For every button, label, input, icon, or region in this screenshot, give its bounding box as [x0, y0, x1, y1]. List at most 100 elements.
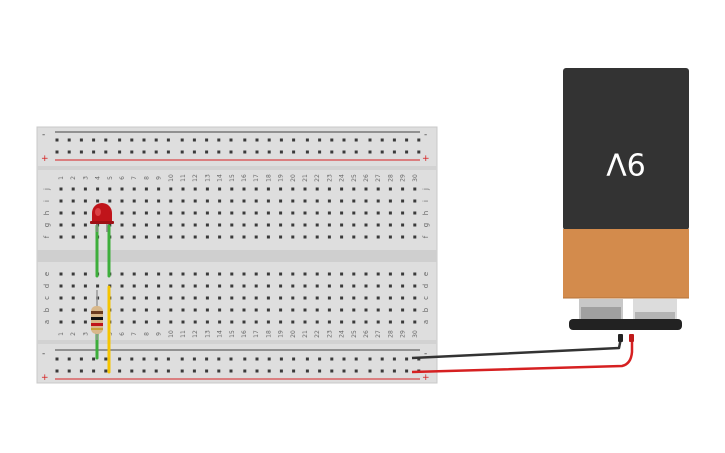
- terminal-bottom-hole[interactable]: [132, 284, 136, 288]
- bottom-rail-plus-hole[interactable]: [217, 369, 221, 373]
- terminal-top-hole[interactable]: [83, 235, 87, 239]
- terminal-top-hole[interactable]: [144, 211, 148, 215]
- terminal-bottom-hole[interactable]: [327, 308, 331, 312]
- top-rail-minus-hole[interactable]: [292, 138, 296, 142]
- terminal-top-hole[interactable]: [205, 235, 209, 239]
- terminal-bottom-hole[interactable]: [157, 296, 161, 300]
- bottom-rail-minus-hole[interactable]: [55, 357, 59, 361]
- terminal-bottom-hole[interactable]: [266, 296, 270, 300]
- terminal-top-hole[interactable]: [266, 235, 270, 239]
- bottom-rail-plus-hole[interactable]: [330, 369, 334, 373]
- terminal-top-hole[interactable]: [242, 187, 246, 191]
- terminal-top-hole[interactable]: [327, 187, 331, 191]
- terminal-top-hole[interactable]: [205, 211, 209, 215]
- terminal-bottom-hole[interactable]: [376, 284, 380, 288]
- terminal-bottom-hole[interactable]: [169, 272, 173, 276]
- terminal-bottom-hole[interactable]: [315, 284, 319, 288]
- top-rail-plus-hole[interactable]: [192, 150, 196, 154]
- terminal-bottom-hole[interactable]: [230, 272, 234, 276]
- terminal-top-hole[interactable]: [59, 223, 63, 227]
- top-rail-minus-hole[interactable]: [118, 138, 122, 142]
- top-rail-minus-hole[interactable]: [104, 138, 108, 142]
- terminal-bottom-hole[interactable]: [144, 320, 148, 324]
- bottom-rail-plus-hole[interactable]: [205, 369, 209, 373]
- top-rail-plus-hole[interactable]: [166, 150, 170, 154]
- terminal-bottom-hole[interactable]: [181, 308, 185, 312]
- terminal-bottom-hole[interactable]: [96, 284, 100, 288]
- terminal-top-hole[interactable]: [376, 211, 380, 215]
- terminal-bottom-hole[interactable]: [401, 296, 405, 300]
- terminal-top-hole[interactable]: [59, 211, 63, 215]
- terminal-bottom-hole[interactable]: [230, 308, 234, 312]
- bottom-rail-plus-hole[interactable]: [243, 369, 247, 373]
- bottom-rail-plus-hole[interactable]: [380, 369, 384, 373]
- bottom-rail-plus-hole[interactable]: [342, 369, 346, 373]
- terminal-top-hole[interactable]: [169, 235, 173, 239]
- top-rail-minus-hole[interactable]: [354, 138, 358, 142]
- terminal-bottom-hole[interactable]: [364, 296, 368, 300]
- bottom-rail-plus-hole[interactable]: [130, 369, 134, 373]
- terminal-top-hole[interactable]: [291, 199, 295, 203]
- terminal-top-hole[interactable]: [352, 235, 356, 239]
- terminal-top-hole[interactable]: [291, 211, 295, 215]
- terminal-top-hole[interactable]: [205, 199, 209, 203]
- terminal-top-hole[interactable]: [254, 235, 258, 239]
- top-rail-plus-hole[interactable]: [55, 150, 59, 154]
- terminal-bottom-hole[interactable]: [327, 296, 331, 300]
- terminal-top-hole[interactable]: [157, 235, 161, 239]
- bottom-rail-minus-hole[interactable]: [342, 357, 346, 361]
- top-rail-plus-hole[interactable]: [118, 150, 122, 154]
- terminal-bottom-hole[interactable]: [327, 320, 331, 324]
- terminal-bottom-hole[interactable]: [83, 296, 87, 300]
- terminal-top-hole[interactable]: [157, 199, 161, 203]
- top-rail-minus-hole[interactable]: [229, 138, 233, 142]
- top-rail-plus-hole[interactable]: [405, 150, 409, 154]
- terminal-bottom-hole[interactable]: [291, 296, 295, 300]
- top-rail-plus-hole[interactable]: [229, 150, 233, 154]
- top-rail-minus-hole[interactable]: [305, 138, 309, 142]
- terminal-top-hole[interactable]: [364, 199, 368, 203]
- terminal-bottom-hole[interactable]: [291, 320, 295, 324]
- terminal-top-hole[interactable]: [242, 235, 246, 239]
- top-rail-minus-hole[interactable]: [205, 138, 209, 142]
- terminal-bottom-hole[interactable]: [83, 272, 87, 276]
- terminal-bottom-hole[interactable]: [193, 320, 197, 324]
- terminal-top-hole[interactable]: [303, 187, 307, 191]
- top-rail-minus-hole[interactable]: [130, 138, 134, 142]
- bottom-rail-plus-hole[interactable]: [305, 369, 309, 373]
- terminal-bottom-hole[interactable]: [291, 308, 295, 312]
- terminal-bottom-hole[interactable]: [193, 308, 197, 312]
- terminal-bottom-hole[interactable]: [193, 284, 197, 288]
- terminal-top-hole[interactable]: [181, 223, 185, 227]
- terminal-bottom-hole[interactable]: [340, 308, 344, 312]
- bottom-rail-minus-hole[interactable]: [92, 357, 96, 361]
- terminal-top-hole[interactable]: [71, 187, 75, 191]
- bottom-rail-minus-hole[interactable]: [267, 357, 271, 361]
- terminal-bottom-hole[interactable]: [291, 284, 295, 288]
- terminal-top-hole[interactable]: [71, 199, 75, 203]
- bottom-rail-plus-hole[interactable]: [405, 369, 409, 373]
- top-rail-plus-hole[interactable]: [104, 150, 108, 154]
- terminal-top-hole[interactable]: [303, 235, 307, 239]
- bottom-rail-minus-hole[interactable]: [142, 357, 146, 361]
- terminal-bottom-hole[interactable]: [388, 296, 392, 300]
- top-rail-minus-hole[interactable]: [55, 138, 59, 142]
- bottom-rail-plus-hole[interactable]: [267, 369, 271, 373]
- terminal-top-hole[interactable]: [266, 187, 270, 191]
- terminal-bottom-hole[interactable]: [376, 296, 380, 300]
- terminal-bottom-hole[interactable]: [230, 320, 234, 324]
- terminal-top-hole[interactable]: [303, 199, 307, 203]
- top-rail-plus-hole[interactable]: [79, 150, 83, 154]
- terminal-bottom-hole[interactable]: [254, 320, 258, 324]
- bottom-rail-minus-hole[interactable]: [292, 357, 296, 361]
- terminal-top-hole[interactable]: [401, 199, 405, 203]
- terminal-top-hole[interactable]: [376, 223, 380, 227]
- terminal-bottom-hole[interactable]: [230, 296, 234, 300]
- terminal-top-hole[interactable]: [315, 187, 319, 191]
- terminal-top-hole[interactable]: [364, 211, 368, 215]
- top-rail-minus-hole[interactable]: [142, 138, 146, 142]
- terminal-bottom-hole[interactable]: [205, 320, 209, 324]
- terminal-bottom-hole[interactable]: [254, 296, 258, 300]
- terminal-bottom-hole[interactable]: [218, 284, 222, 288]
- top-rail-minus-hole[interactable]: [217, 138, 221, 142]
